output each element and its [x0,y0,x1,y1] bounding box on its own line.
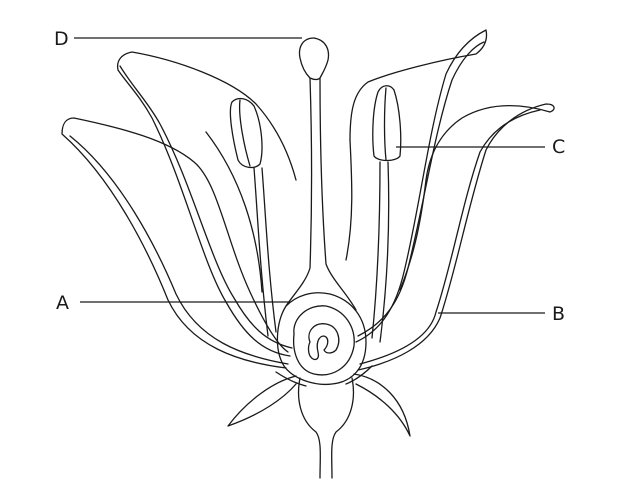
label-a: A [56,292,69,314]
label-d: D [54,28,69,50]
petal-outer-left [61,117,289,369]
sepal-left [227,375,297,427]
flower-stalk [297,377,355,479]
pistil [276,37,367,386]
label-b: B [552,303,565,325]
petal-inner-right [345,29,488,343]
stamen-right [371,85,402,343]
petal-outer-right [357,103,555,371]
sepal-right [353,373,411,437]
petal-inner-left [116,51,297,357]
leader-lines [74,37,545,314]
label-c: C [552,136,565,158]
receptacle [275,365,373,387]
stamen-left [229,97,277,337]
